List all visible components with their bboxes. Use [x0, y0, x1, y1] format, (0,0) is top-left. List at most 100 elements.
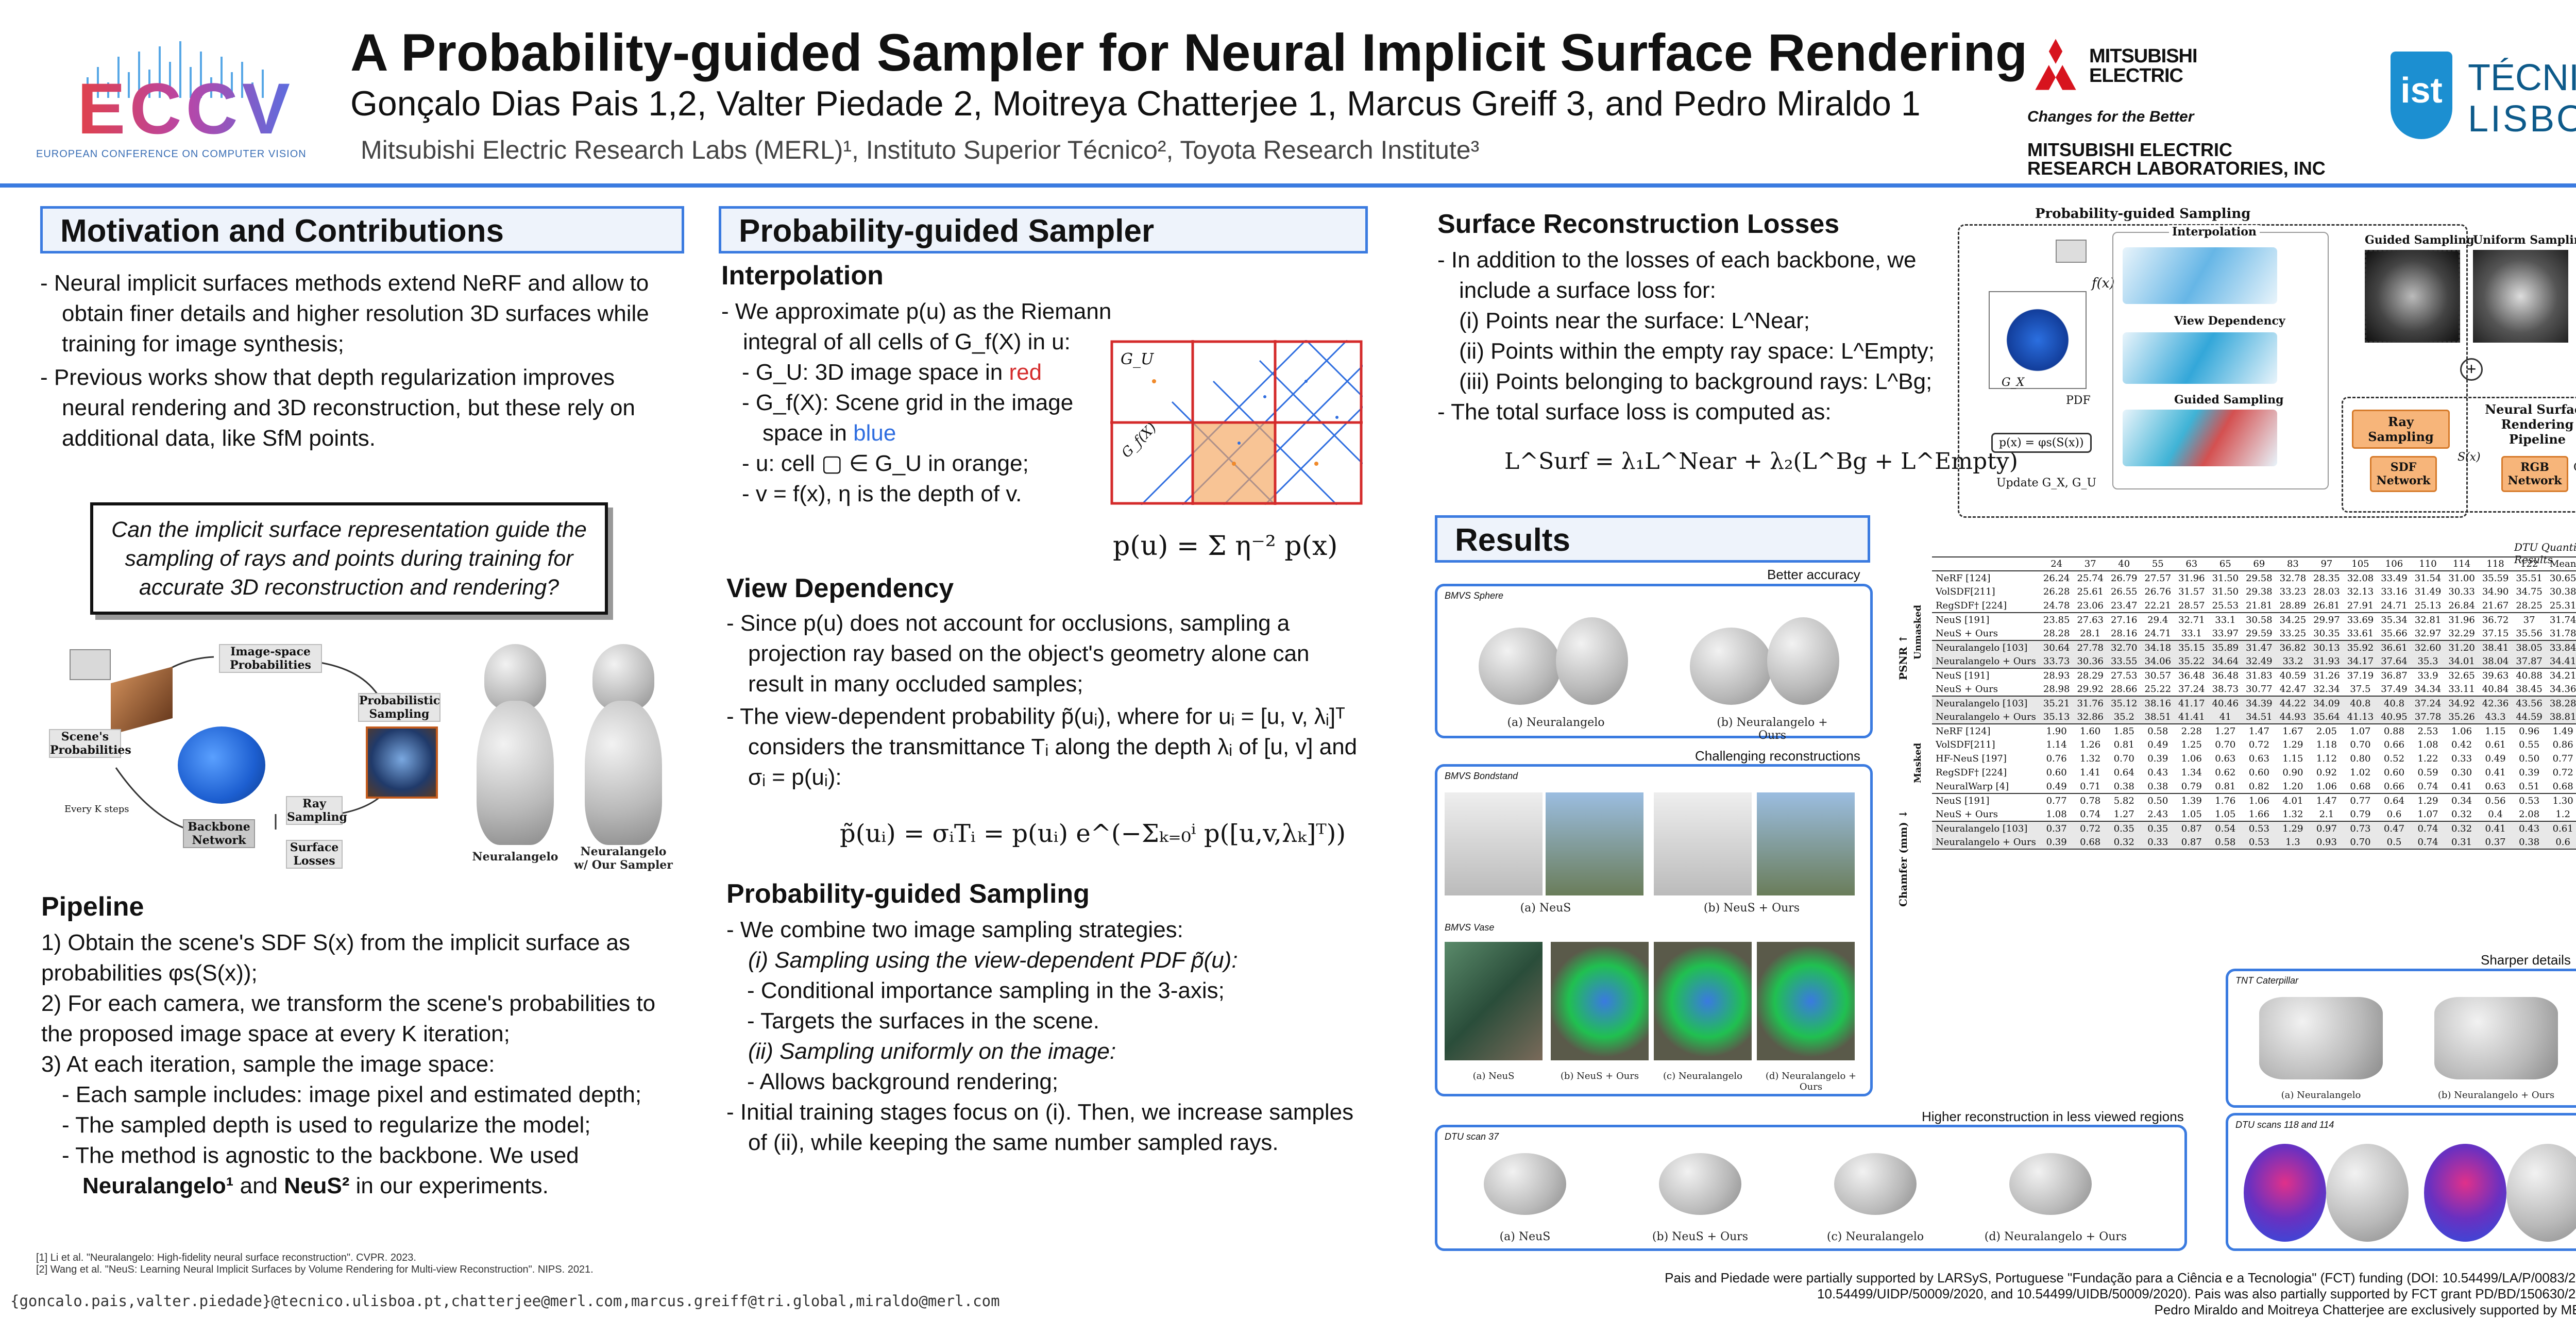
dtu37-cap-d: (d) Neuralangelo + Ours	[1984, 1230, 2127, 1243]
motivation-bullet-1: - Neural implicit surfaces methods exten…	[40, 270, 649, 357]
ref-1: [1] Li et al. "Neuralangelo: High-fideli…	[36, 1252, 416, 1263]
dtu-cell: 0.77	[2039, 793, 2074, 807]
dtu-col-header: 105	[2343, 556, 2378, 571]
dtu-cell: 40.59	[2276, 668, 2310, 682]
dtu-cell: 0.30	[2451, 767, 2472, 778]
dtu118-frame: DTU scans 118 and 114	[2226, 1113, 2576, 1251]
dtu-cell: 1.15	[2282, 753, 2303, 764]
motivation-bullet-2: - Previous works show that depth regular…	[40, 365, 635, 451]
dtu-cell: 34.75	[2516, 586, 2543, 597]
pipeline-text: 1) Obtain the scene's SDF S(x) from the …	[41, 927, 680, 1201]
dtu-method-name: VolSDF[211]	[1936, 586, 1995, 597]
dtu-cell: 44.22	[2276, 696, 2310, 710]
dtu-cell: 32.97	[2414, 628, 2442, 639]
owl-ours	[582, 644, 665, 845]
dtu-cell: 24.71	[2144, 628, 2172, 639]
dtu-cell: 0.81	[2113, 739, 2134, 750]
dtu-cell: 32.78	[2276, 570, 2310, 585]
dtu-cell: 41	[2219, 711, 2231, 722]
dtu-method-name: Neuralangelo + Ours	[1936, 655, 2036, 667]
dtu-cell: 25.61	[2077, 586, 2104, 597]
dtu-cell: 37	[2512, 612, 2546, 627]
ref-2: [2] Wang et al. "NeuS: Learning Neural I…	[36, 1264, 594, 1275]
dtu-cell: 0.38	[2512, 835, 2546, 850]
dtu-cell: 1.06	[2181, 753, 2202, 764]
dtu-cell: 35.15	[2175, 640, 2209, 654]
label-image-space: Image-space Probabilities	[219, 644, 322, 673]
dtu-cell: 37.19	[2343, 668, 2378, 682]
dtu-cell: 33.25	[2279, 628, 2307, 639]
dtu-cell: 26.84	[2448, 600, 2475, 611]
dtu-cell: 40.8	[2377, 696, 2411, 710]
pipeline-sub-1: - Each sample includes: image pixel and …	[62, 1082, 642, 1107]
skull-photo-icon	[366, 726, 438, 799]
pf-uniform-label: Uniform Sampling	[2473, 233, 2576, 247]
dtu-cell: 28.66	[2110, 683, 2138, 695]
contact-emails[interactable]: {goncalo.pais,valter.piedade}@tecnico.ul…	[10, 1292, 1000, 1310]
dtu-cell: 1.32	[2282, 808, 2303, 820]
pf-color: Color	[2573, 461, 2576, 474]
dtu-cell: 1.07	[2343, 723, 2378, 738]
dtu-cell: 30.13	[2310, 640, 2344, 654]
dtu-cell: 0.86	[2552, 739, 2573, 750]
dtu-cell: 37.64	[2381, 655, 2408, 667]
dtu-col-header: 55	[2141, 556, 2175, 571]
dtu-cell: 30.35	[2313, 628, 2340, 639]
label-surface-losses: Surface Losses	[286, 840, 343, 869]
dtu-cell: 38.81	[2549, 711, 2576, 722]
interp-title: Interpolation	[721, 261, 884, 291]
dtu-cell: 0.43	[2147, 767, 2168, 778]
dtu-cell: 41.17	[2175, 696, 2209, 710]
label-prob-sampling: Probabilistic Sampling	[358, 693, 440, 722]
dtu-cell: 0.70	[2350, 739, 2371, 750]
skull-blue-icon	[178, 726, 265, 804]
tecnico-logo: ist TÉCNICO LISBOA	[2380, 52, 2576, 155]
dtu-cell: 32.34	[2313, 683, 2340, 695]
dtu-cell: 1.18	[2316, 739, 2337, 750]
dtu-cell: 0.70	[2113, 753, 2134, 764]
dtu-cell: 34.64	[2212, 655, 2239, 667]
dtu-cell: 30.57	[2141, 668, 2175, 682]
dtu-method-name: NeuS [191]	[1932, 668, 2040, 682]
pf-nsrp-box	[2342, 397, 2576, 513]
dtu-cell: 28.98	[2043, 683, 2070, 695]
dtu-cell: 0.68	[2552, 781, 2573, 792]
dtu-cell: 34.09	[2310, 696, 2344, 710]
view-formula: p̃(uᵢ) = σᵢTᵢ = p(uᵢ) e^(−Σₖ₌₀ⁱ p([u,v,λ…	[840, 819, 1346, 848]
dtu-cell: 33.55	[2110, 655, 2138, 667]
pipeline-sub-3: - The method is agnostic to the backbone…	[62, 1143, 579, 1168]
dtu-cell: 0.63	[2215, 753, 2236, 764]
chamfer-axis-label: Chamfer (mm) ↓	[1897, 809, 1909, 907]
dtu-cell: 0.47	[2377, 821, 2411, 835]
dtu-cell: 26.76	[2144, 586, 2172, 597]
sphere-cap-a: (a) Neuralangelo	[1507, 716, 1605, 729]
pipeline-line-2: 2) For each camera, we transform the sce…	[41, 991, 656, 1046]
dtu-cell: 40.8	[2343, 696, 2378, 710]
dtu-cell: 32.29	[2448, 628, 2475, 639]
dtu-cell: 28.1	[2080, 628, 2101, 639]
dtu-cell: 0.63	[2248, 753, 2269, 764]
dtu-cell: 1.39	[2175, 793, 2209, 807]
dtu-cell: 28.28	[2043, 628, 2070, 639]
dtu-cell: 27.53	[2107, 668, 2141, 682]
dtu-cell: 0.61	[2485, 739, 2506, 750]
dtu-cell: 32.13	[2347, 586, 2374, 597]
dtu-cell: 0.53	[2242, 835, 2276, 850]
dtu-cell: 34.92	[2445, 696, 2479, 710]
dtu-cell: 0.68	[2350, 781, 2371, 792]
dtu-cell: 1.20	[2282, 781, 2303, 792]
dtu-cell: 28.35	[2310, 570, 2344, 585]
dtu-cell: 0.87	[2175, 835, 2209, 850]
interp-line-5: - v = f(x), η is the depth of v.	[742, 481, 1022, 506]
psnr-axis-label: PSNR ↑	[1897, 634, 1909, 680]
dtu-cell: 21.81	[2246, 600, 2273, 611]
dtu-cell: 31.00	[2445, 570, 2479, 585]
dtu-cell: 32.70	[2107, 640, 2141, 654]
dtu-col-header: 118	[2478, 556, 2513, 571]
view-line-2: - The view-dependent probability p̃(uᵢ),…	[726, 704, 1358, 790]
